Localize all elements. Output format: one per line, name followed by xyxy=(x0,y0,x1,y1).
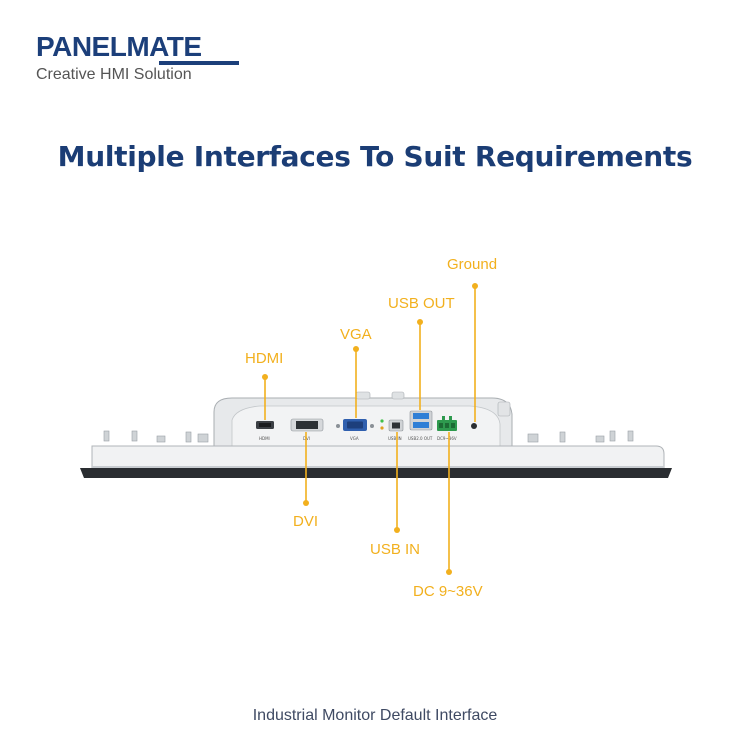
brand-underline xyxy=(159,61,239,65)
callout-dc: DC 9~36V xyxy=(413,583,483,600)
hdmi-port-label: HDMI xyxy=(259,436,270,441)
page-title: Multiple Interfaces To Suit Requirements xyxy=(57,140,693,173)
usb-in-port: USB IN xyxy=(388,419,404,441)
usb-in-port-label: USB IN xyxy=(388,436,402,441)
callout-dvi: DVI xyxy=(293,513,318,530)
usb-out-port: USB2.0 OUT xyxy=(408,410,433,441)
vga-port: VGA xyxy=(336,419,374,441)
brand-tagline: Creative HMI Solution xyxy=(36,66,192,83)
callout-usb-in: USB IN xyxy=(370,541,420,558)
vga-port-label: VGA xyxy=(350,436,359,441)
ground-screw xyxy=(471,423,477,429)
status-leds xyxy=(380,419,384,430)
callout-ground: Ground xyxy=(447,256,497,273)
dc-terminal-label: DC9~36V xyxy=(437,436,457,441)
panel-bezel xyxy=(91,445,665,469)
image-caption: Industrial Monitor Default Interface xyxy=(252,707,498,724)
dc-terminal: DC9~36V xyxy=(437,416,457,441)
front-glass xyxy=(80,468,672,478)
callout-hdmi: HDMI xyxy=(245,350,283,367)
usb-out-port-label: USB2.0 OUT xyxy=(408,436,433,441)
brand-logo: PANELMATE Creative HMI Solution xyxy=(36,31,239,84)
callout-vga: VGA xyxy=(340,326,372,343)
hdmi-port: HDMI xyxy=(256,421,274,441)
brand-name: PANELMATE xyxy=(36,31,202,62)
callout-lines xyxy=(262,283,478,575)
callout-usb-out: USB OUT xyxy=(388,295,455,312)
